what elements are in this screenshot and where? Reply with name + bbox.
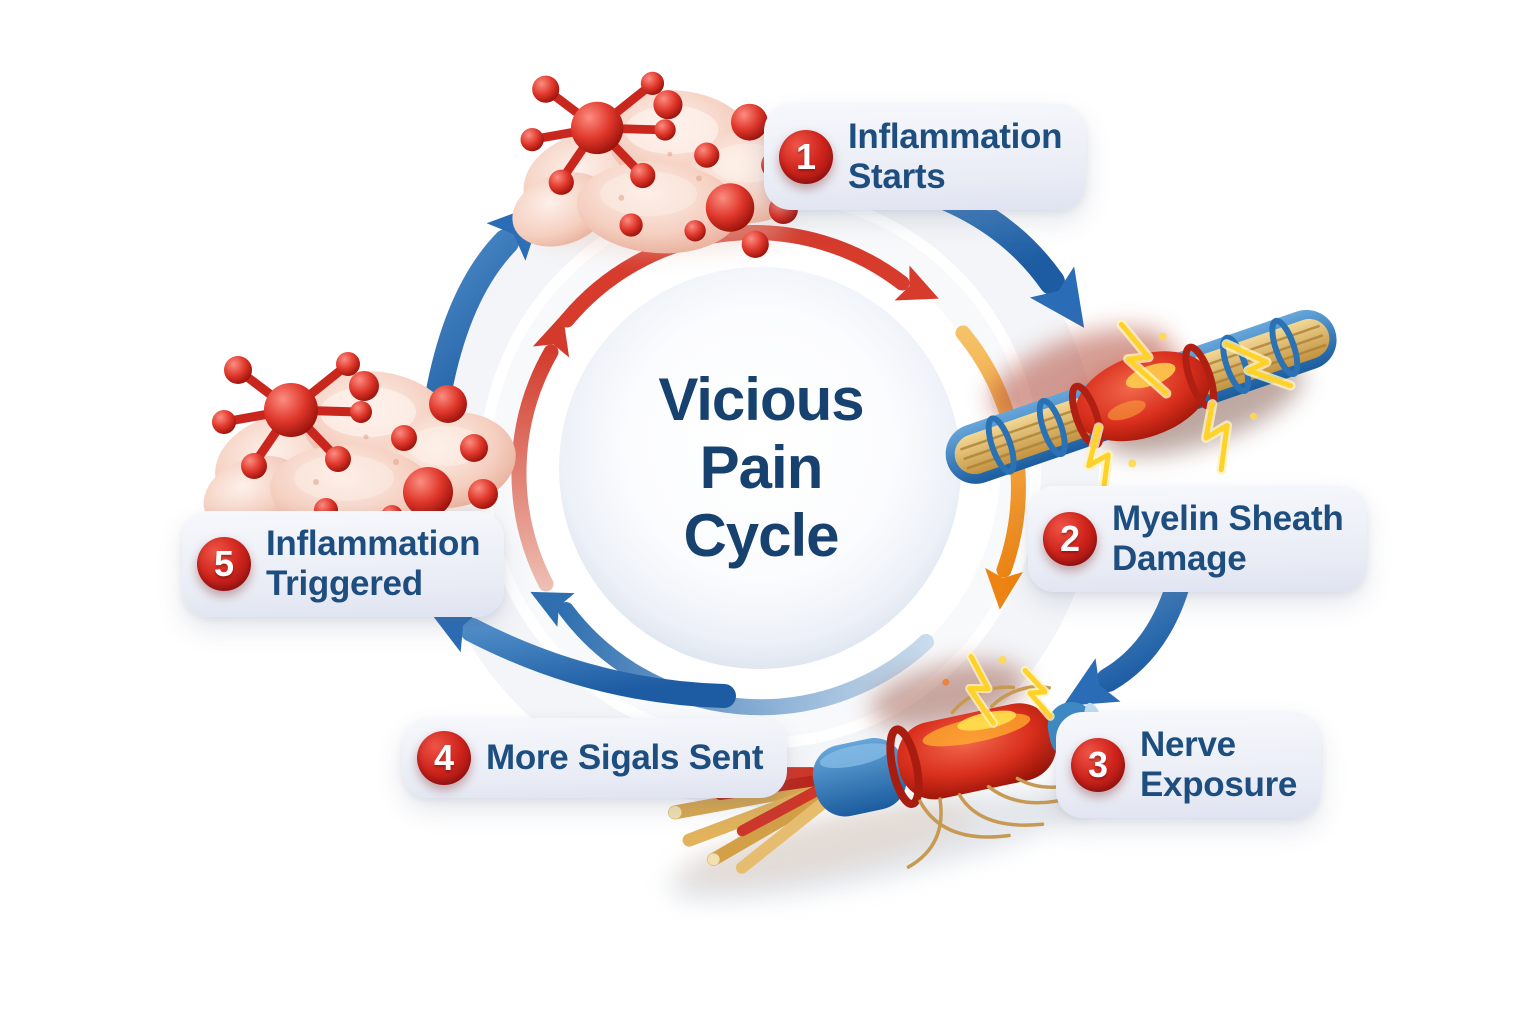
myelin-damage-nerve-icon [945,309,1337,500]
center-circle [553,261,967,675]
step-5-text-line1: Inflammation [266,524,481,563]
step-2-text-line2: Damage [1112,538,1247,578]
step-5-number-badge: 5 [197,536,251,591]
exposed-nerve-icon [667,651,1105,901]
cycle-title: Vicious Pain Cycle [560,366,962,569]
step-1-label: 1 Inflammation Starts [764,104,1087,210]
step-4-label: 4 More Sigals Sent [402,718,788,798]
step-5-label: 5 Inflammation Triggered [182,511,505,617]
step-3-label: 3 Nerve Exposure [1056,712,1322,818]
step-3-text-line2: Exposure [1140,764,1298,804]
step-3-text-line1: Nerve [1140,725,1236,764]
step-2-number-badge: 2 [1043,511,1097,566]
step-5-text: Inflammation Triggered [266,524,481,604]
arrow-step4-to-step5-icon [425,606,736,708]
step-4-text: More Sigals Sent [486,738,764,778]
step-2-label: 2 Myelin Sheath Damage [1028,486,1368,592]
cycle-title-line: Pain [699,433,824,501]
cycle-arrow-red-left-icon [511,313,570,592]
step-2-text-line1: Myelin Sheath [1112,499,1344,538]
arrow-step2-to-step3-icon [1062,566,1192,706]
cycle-arrow-blue-bottom-icon [530,591,934,716]
step-2-text: Myelin Sheath Damage [1112,499,1344,579]
step-1-text-line2: Starts [848,156,946,196]
step-1-text-line1: Inflammation [848,117,1063,156]
step-1-number-badge: 1 [779,129,833,184]
step-3-number-badge: 3 [1071,737,1125,792]
cycle-title-line: Cycle [683,501,839,569]
step-4-text-line1: More Sigals Sent [486,738,764,778]
step-3-text: Nerve Exposure [1140,725,1297,805]
step-1-text: Inflammation Starts [848,117,1063,197]
step-5-text-line2: Triggered [266,563,423,603]
outer-step-arrows [419,169,1192,708]
step-4-number-badge: 4 [417,731,471,785]
cycle-title-line: Vicious [658,366,864,433]
